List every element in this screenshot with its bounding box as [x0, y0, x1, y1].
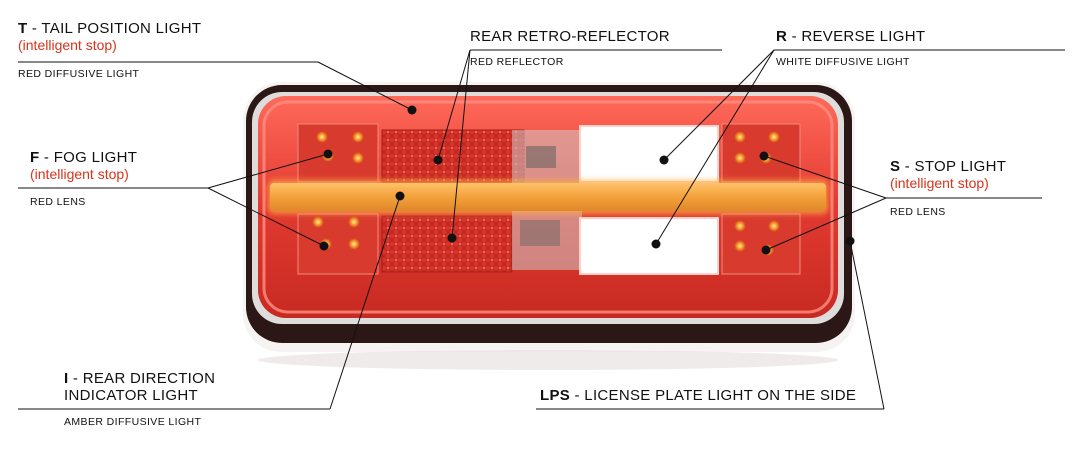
label-tail-position-light: T - TAIL POSITION LIGHT (intelligent sto…	[18, 20, 201, 53]
stop-key: S	[890, 158, 901, 175]
label-stop-light: S - STOP LIGHT (intelligent stop)	[890, 158, 1006, 191]
led-cluster-bottom-left	[297, 213, 379, 275]
tail-sub: RED DIFFUSIVE LIGHT	[18, 68, 140, 80]
tail-key: T	[18, 20, 28, 37]
retro-sub: RED REFLECTOR	[470, 56, 564, 68]
label-license-plate-light: LPS - LICENSE PLATE LIGHT ON THE SIDE	[540, 387, 856, 404]
reverse-key: R	[776, 28, 788, 45]
label-indicator-light: I - REAR DIRECTION INDICATOR LIGHT	[64, 370, 215, 404]
reverse-sub: WHITE DIFFUSIVE LIGHT	[776, 56, 910, 68]
retro-reflector-bottom	[381, 215, 513, 273]
indicator-title: - REAR DIRECTION	[68, 370, 216, 387]
lps-title: - LICENSE PLATE LIGHT ON THE SIDE	[570, 387, 857, 404]
indicator-title-line2: INDICATOR LIGHT	[64, 387, 198, 404]
label-reverse-light: R - REVERSE LIGHT	[776, 28, 925, 45]
leader-dots	[319, 105, 855, 255]
reverse-light-windows	[579, 125, 719, 275]
label-fog-light: F - FOG LIGHT (intelligent stop)	[30, 149, 137, 182]
lps-key: LPS	[540, 387, 571, 404]
amber-indicator-bar	[268, 180, 828, 214]
stop-sub: RED LENS	[890, 206, 946, 218]
led-cluster-top-left	[297, 123, 379, 183]
stop-title: - STOP LIGHT	[900, 158, 1007, 175]
fog-sub: RED LENS	[30, 196, 86, 208]
fog-key: F	[30, 149, 40, 166]
indicator-sub: AMBER DIFFUSIVE LIGHT	[64, 416, 202, 428]
stop-note: (intelligent stop)	[890, 175, 989, 191]
retro-reflector-top	[381, 129, 525, 183]
fog-note: (intelligent stop)	[30, 166, 129, 182]
leader-lines	[18, 49, 1065, 410]
led-cluster-bottom-right	[721, 213, 801, 275]
reverse-title: - REVERSE LIGHT	[787, 28, 926, 45]
indicator-key: I	[64, 370, 69, 387]
tail-note: (intelligent stop)	[18, 37, 117, 53]
retro-title: REAR RETRO-REFLECTOR	[470, 28, 670, 45]
tail-title: - TAIL POSITION LIGHT	[27, 20, 202, 37]
fog-title: - FOG LIGHT	[39, 149, 138, 166]
